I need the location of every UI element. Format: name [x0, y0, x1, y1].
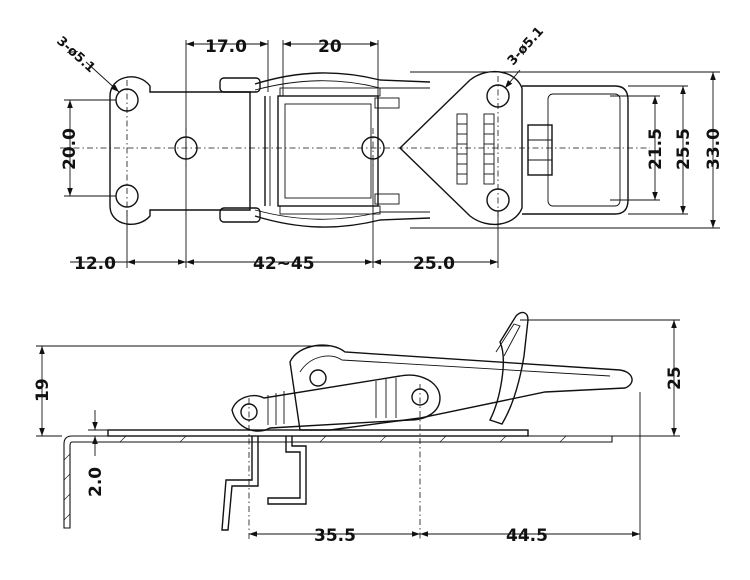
side-view: 19 2.0 25 35.5 44.5 — [33, 311, 685, 546]
lid-clip-right — [267, 436, 307, 505]
top-view: 17.0 20 20.0 12.0 42~45 25.0 21.5 25.5 3… — [53, 24, 724, 274]
wire-link-top-inner — [254, 80, 430, 91]
mounting-wall — [63, 435, 613, 529]
base-plate-outline — [109, 76, 251, 225]
center-link-inner — [284, 103, 372, 199]
link-grip-ribs — [267, 378, 397, 425]
side-base-plate — [107, 429, 529, 437]
dim-25-side: 25 — [665, 366, 685, 390]
hole-callout-left: 3-ø5.1 — [53, 34, 98, 76]
keeper-tab — [527, 124, 553, 176]
lever-pivot — [309, 369, 327, 387]
dim-20-top: 20 — [318, 37, 342, 57]
wire-link-bottom — [254, 215, 431, 228]
dim-21-5: 21.5 — [646, 128, 666, 170]
dim-19: 19 — [33, 378, 53, 402]
dim-35-5: 35.5 — [314, 526, 356, 546]
dim-20-left: 20.0 — [60, 128, 80, 170]
hinge-knuckle-bottom — [219, 207, 261, 223]
lever-grip-ribs — [456, 113, 495, 185]
side-link-arm — [231, 374, 441, 432]
dim-25-5: 25.5 — [674, 128, 694, 170]
wire-link-top — [254, 72, 431, 85]
side-lever — [289, 344, 633, 431]
hole-callout-right: 3-ø5.1 — [505, 24, 547, 69]
wall-hatching — [63, 435, 567, 521]
dim-25-bottom: 25.0 — [413, 254, 455, 274]
lid-clip-left — [221, 436, 259, 531]
keeper-outline — [522, 85, 629, 215]
dim-2: 2.0 — [86, 467, 106, 497]
dim-17: 17.0 — [205, 37, 247, 57]
hinge-knuckle-top — [219, 77, 261, 93]
dim-44-5: 44.5 — [506, 526, 548, 546]
dim-33: 33.0 — [704, 128, 724, 170]
wire-link-bottom-inner — [254, 209, 430, 220]
keeper-inner — [547, 93, 621, 207]
dim-42-45: 42~45 — [253, 254, 315, 274]
side-keeper-hook — [489, 311, 529, 425]
dim-12: 12.0 — [74, 254, 116, 274]
